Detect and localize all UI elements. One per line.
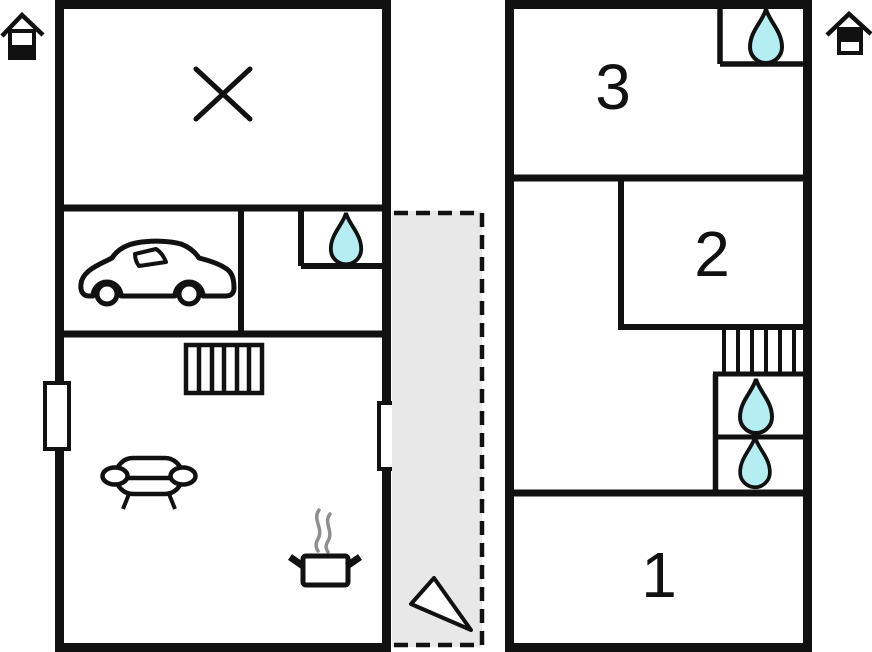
x-cross-icon	[193, 66, 253, 122]
outer-walls	[55, 0, 391, 652]
car-wheel	[176, 281, 202, 307]
car-body	[78, 238, 237, 299]
terrace-fill	[392, 211, 482, 647]
upper-floor-marker-icon	[825, 10, 872, 55]
ground-floor-marker-icon	[0, 11, 45, 60]
sofa-icon	[100, 455, 198, 510]
window-icon	[43, 381, 71, 451]
terrace-dashed-border	[392, 210, 485, 648]
house-upper-floor-fill	[841, 31, 859, 42]
entrance-arrow-icon	[409, 576, 473, 632]
pot-body	[300, 553, 351, 588]
ground-floor-plan	[43, 0, 405, 652]
sofa-leg	[167, 493, 177, 510]
cooking-pot-icon	[288, 553, 362, 588]
steam-icon	[314, 508, 332, 554]
pot-handle	[288, 554, 305, 569]
stairs-icon	[722, 330, 796, 374]
house-roof	[825, 10, 872, 37]
car-window	[133, 247, 168, 268]
car-icon	[78, 238, 237, 307]
pot-handle	[345, 554, 362, 569]
sofa-armrest	[100, 465, 130, 487]
upper-floor-plan: 3 2 1	[505, 0, 812, 652]
room-number-2: 2	[694, 218, 730, 290]
sofa-armrest	[168, 465, 198, 487]
room-number-1: 1	[641, 539, 677, 611]
stairs-icon	[183, 342, 265, 396]
sofa-leg	[121, 493, 131, 510]
car-wheel	[94, 281, 120, 307]
room-labels: 3 2 1	[595, 51, 730, 611]
terrace-dashed-area	[392, 210, 485, 648]
house-ground-floor-fill	[12, 45, 32, 56]
room-number-3: 3	[595, 51, 631, 123]
